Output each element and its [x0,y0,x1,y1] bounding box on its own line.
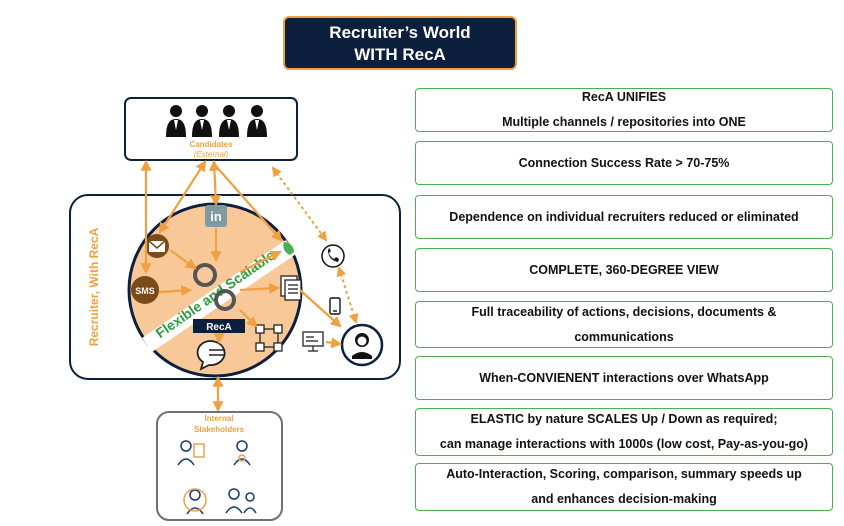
stakeholder-icons [177,440,257,515]
stakeholder-icon [225,488,257,514]
benefit-traceability: Full traceability of actions, decisions,… [415,301,833,348]
benefit-traceability-line-2: communications [574,329,674,344]
stakeholder-icon [233,440,251,466]
benefit-complete-view-line-1: COMPLETE, 360-DEGREE VIEW [529,262,719,277]
monitor-icon [302,331,324,352]
benefit-traceability-line-1: Full traceability of actions, decisions,… [471,304,777,319]
benefit-dependence-line-1: Dependence on individual recruiters redu… [449,209,799,224]
dotted-arrows [271,166,359,324]
reca-badge [193,319,245,333]
person-icon [192,105,212,137]
recruiter-avatar-icon [340,323,384,367]
benefit-whatsapp: When-CONVIENENT interactions over WhatsA… [415,356,833,400]
person-icon [166,105,186,137]
stakeholders-line-1: Internal [205,414,234,423]
stakeholders-line-2: Stakeholders [194,425,245,434]
benefit-auto-interaction-line-1: Auto-Interaction, Scoring, comparison, s… [446,467,802,481]
email-icon [145,234,169,258]
benefit-auto-interaction: Auto-Interaction, Scoring, comparison, s… [415,463,833,511]
person-icon [219,105,239,137]
person-icon [247,105,267,137]
network-icon [255,324,283,352]
title-line-1: Recruiter’s World [329,23,471,42]
svg-text:in: in [210,209,222,224]
candidates-label: Candidates [189,140,233,149]
candidates-person-icons [166,105,267,137]
documents-icon [280,275,302,301]
diagram-title: Recruiter’s World WITH RecA [283,16,517,70]
reca-badge-text: RecA [206,322,232,333]
benefit-whatsapp-line-1: When-CONVIENENT interactions over WhatsA… [479,370,769,385]
benefit-connection-rate: Connection Success Rate > 70-75% [415,141,833,185]
gear-icon [193,263,236,311]
benefit-complete-view: COMPLETE, 360-DEGREE VIEW [415,248,833,292]
stakeholder-icon [177,440,205,466]
whatsapp-icon [283,242,294,255]
linkedin-icon: in [205,205,227,227]
benefit-auto-interaction-line-2: and enhances decision-making [531,492,717,506]
phone-icon [321,244,345,268]
benefit-elastic-line-2: can manage interactions with 1000s (low … [439,437,809,451]
candidates-sublabel: (External) [194,150,229,159]
benefit-elastic-line-1: ELASTIC by nature SCALES Up / Down as re… [470,412,778,426]
sms-label: SMS [135,286,155,296]
benefit-connection-rate-line-1: Connection Success Rate > 70-75% [518,155,730,170]
title-line-2: WITH RecA [354,45,446,64]
benefit-dependence: Dependence on individual recruiters redu… [415,195,833,239]
benefit-elastic: ELASTIC by nature SCALES Up / Down as re… [415,408,833,456]
benefit-unifies-line-1: RecA UNIFIES [581,90,667,104]
benefit-unifies: RecA UNIFIES Multiple channels / reposit… [415,88,833,132]
benefit-unifies-line-2: Multiple channels / repositories into ON… [502,115,746,129]
connection-arrows [140,159,343,413]
sms-icon: SMS [131,276,159,304]
recruiter-label: Recruiter, With RecA [87,227,101,346]
stakeholder-icon [183,488,207,515]
